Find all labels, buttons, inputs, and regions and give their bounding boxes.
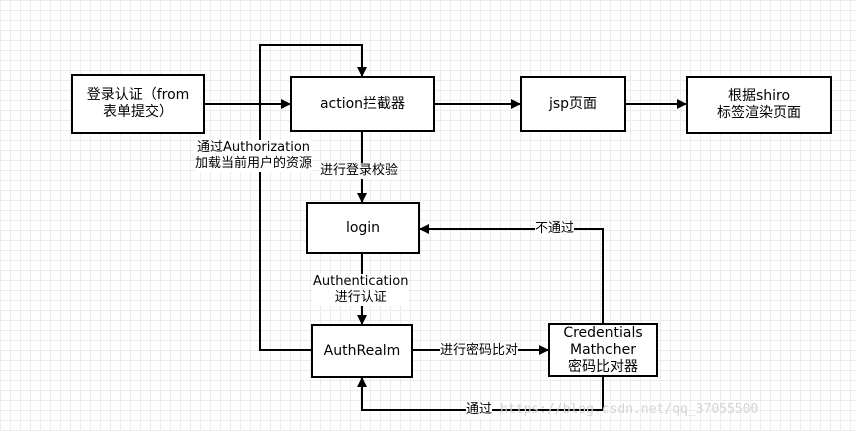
authentication-label: Authentication 进行认证 xyxy=(313,274,409,306)
jsp-page-box: jsp页面 xyxy=(520,76,626,132)
password-compare-text: 进行密码比对 xyxy=(440,343,519,358)
login-check-label: 进行登录校验 xyxy=(320,163,399,179)
auth-realm-label: AuthRealm xyxy=(323,342,401,359)
login-auth-line2: 表单提交） xyxy=(103,104,173,120)
action-interceptor-box: action拦截器 xyxy=(290,76,435,132)
edge-credentials-to-login xyxy=(419,224,604,323)
login-auth-line1: 登录认证（from xyxy=(86,87,190,103)
not-pass-label: 不通过 xyxy=(535,221,575,237)
authorization-label-line2: 加载当前用户的资源 xyxy=(195,156,313,171)
password-compare-label: 进行密码比对 xyxy=(440,343,519,359)
not-pass-text: 不通过 xyxy=(535,221,575,236)
pass-text: 通过 xyxy=(466,402,493,417)
login-auth-box: 登录认证（from 表单提交） xyxy=(71,74,205,134)
credentials-matcher-box: Credentials Mathcher 密码比对器 xyxy=(548,323,658,377)
jsp-page-label: jsp页面 xyxy=(548,95,598,112)
authorization-label: 通过Authorization 加载当前用户的资源 xyxy=(195,140,313,172)
credentials-line2: Mathcher xyxy=(570,341,636,358)
login-label: login xyxy=(345,219,381,236)
authentication-line2: 进行认证 xyxy=(334,290,387,305)
credentials-line3: 密码比对器 xyxy=(568,358,638,375)
pass-label: 通过 xyxy=(466,402,493,418)
credentials-line1: Credentials xyxy=(563,324,643,341)
shiro-render-line1: 根据shiro xyxy=(727,88,791,104)
edge-authrealm-to-action xyxy=(259,44,367,351)
action-interceptor-label: action拦截器 xyxy=(319,95,406,112)
shiro-render-box: 根据shiro 标签渲染页面 xyxy=(686,76,832,134)
authentication-line1: Authentication xyxy=(313,274,409,289)
watermark: https://blog.csdn.net/qq_37055500 xyxy=(500,402,759,417)
login-check-text: 进行登录校验 xyxy=(320,163,399,178)
shiro-render-line2: 标签渲染页面 xyxy=(717,105,801,121)
auth-realm-box: AuthRealm xyxy=(311,324,413,378)
authorization-label-line1: 通过Authorization xyxy=(196,140,311,155)
login-box: login xyxy=(306,202,420,254)
